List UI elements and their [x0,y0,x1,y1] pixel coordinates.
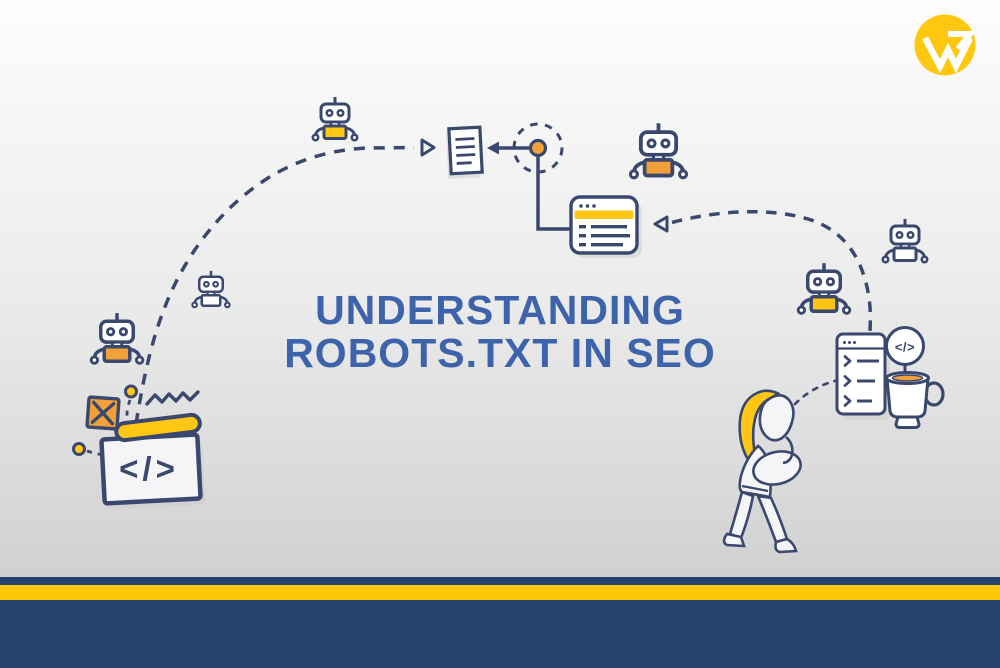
code-window-left-group: </> [72,384,206,510]
code-badge-icon [885,326,925,366]
webpage-list-window-icon [569,195,642,258]
person-hand-on-chin [782,436,794,465]
coffee-cup-icon [885,371,945,429]
robot-left-upper-icon [191,269,231,309]
blocked-image-icon [85,395,121,431]
code-badge-glyph: </> [895,340,915,355]
crawl-path-right-dashed [671,209,873,332]
logo-w-monogram-icon [922,36,973,74]
person-right-leg [755,494,789,544]
person-left-leg [728,490,755,540]
person-head [758,393,795,442]
title-line-1: UNDERSTANDING [315,287,685,333]
dotted-connector [125,399,132,425]
yellow-dot [72,442,86,456]
robot-top-left-icon [311,95,359,142]
window-header-bar [114,412,202,443]
window-header-bar [574,210,634,219]
code-window-icon [835,332,887,416]
arrowhead-left-filled-icon [487,141,499,155]
logo-z-bar-icon [948,31,977,51]
zigzag-icon [145,390,200,406]
crawl-target-dot-icon [487,122,570,231]
person-left-foot [722,532,746,548]
document-text-lines [455,137,476,165]
footer-stripe-navy-thin [0,577,1000,585]
title-line-2: ROBOTS.TXT IN SEO [284,330,716,376]
robot-left-lower-icon [89,311,145,366]
robot-top-right-icon [628,121,689,180]
crawl-path-left-dashed [134,145,415,425]
robots-txt-document-icon [446,125,484,179]
robot-right-upper-icon [881,217,929,264]
page-title: UNDERSTANDING ROBOTS.TXT IN SEO [250,289,750,375]
code-window-right-group: </> [835,326,945,429]
code-glyph: </> [119,450,179,487]
thought-dotted-line [793,379,837,406]
coffee-surface [891,374,924,382]
thinking-person-illustration [722,379,837,554]
arrowhead-right-icon [420,138,436,157]
brand-logo [914,14,977,76]
arrowhead-left-icon [653,215,669,233]
yellow-dot [124,384,138,399]
footer-stripe-yellow [0,585,1000,600]
robot-right-lower-icon [796,261,852,316]
footer-stripe-navy [0,600,1000,668]
person-right-foot [774,537,798,554]
